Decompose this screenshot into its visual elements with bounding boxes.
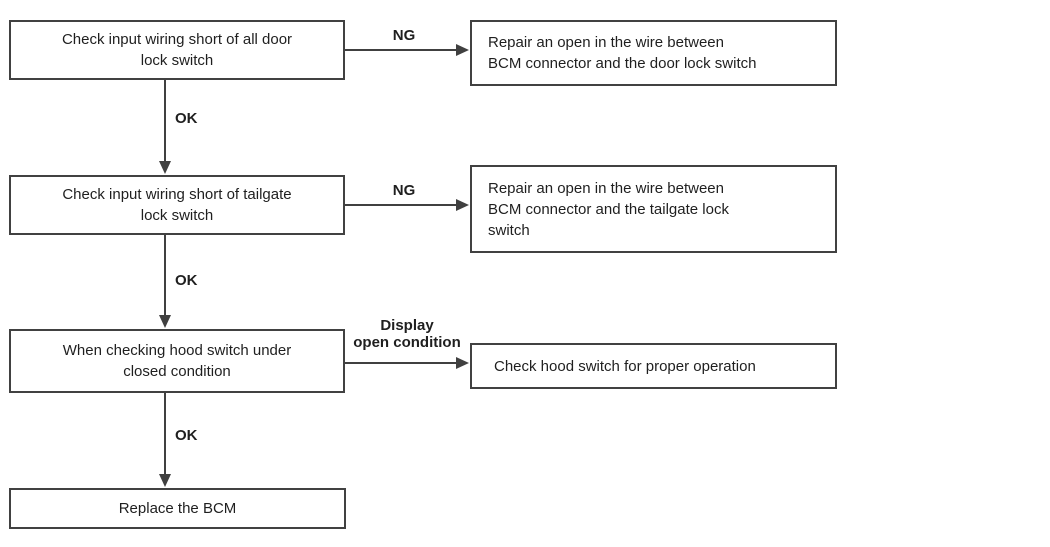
arrow-ok2-line <box>164 235 166 317</box>
node-check-hood-switch-operation-text: Check hood switch for proper operation <box>494 357 756 375</box>
node-repair-door-lock-wire: Repair an open in the wire between BCM c… <box>470 20 837 86</box>
arrow-ok1-down-arrowhead-icon <box>159 161 171 174</box>
node-check-hood-switch-closed: When checking hood switch under closed c… <box>9 329 345 393</box>
arrow-display-open-right-arrowhead-icon <box>456 357 469 369</box>
edge-label-ng1: NG <box>392 27 416 44</box>
node-check-tailgate-lock-wiring: Check input wiring short of tailgate loc… <box>9 175 345 235</box>
node-replace-bcm: Replace the BCM <box>9 488 346 529</box>
node-repair-door-lock-wire-text: Repair an open in the wire between BCM c… <box>488 34 757 72</box>
node-check-hood-switch-closed-text: When checking hood switch under closed c… <box>62 342 292 380</box>
node-check-hood-switch-operation: Check hood switch for proper operation <box>470 343 837 389</box>
arrow-display-open-line <box>345 362 457 364</box>
node-repair-tailgate-lock-wire: Repair an open in the wire between BCM c… <box>470 165 837 253</box>
node-repair-tailgate-lock-wire-text: Repair an open in the wire between BCM c… <box>488 179 729 239</box>
arrow-ok3-down-arrowhead-icon <box>159 474 171 487</box>
edge-label-ok3: OK <box>175 427 198 444</box>
node-check-tailgate-lock-wiring-text: Check input wiring short of tailgate loc… <box>62 186 292 224</box>
node-replace-bcm-text: Replace the BCM <box>118 500 237 517</box>
arrow-ng2-line <box>345 204 457 206</box>
arrow-ok2-down-arrowhead-icon <box>159 315 171 328</box>
arrow-ng1-right-arrowhead-icon <box>456 44 469 56</box>
node-check-door-lock-wiring: Check input wiring short of all door loc… <box>9 20 345 80</box>
edge-label-display-open-condition: Display open condition <box>353 317 461 351</box>
arrow-ng1-line <box>345 49 457 51</box>
arrow-ok1-line <box>164 80 166 163</box>
edge-label-ok1: OK <box>175 110 198 127</box>
arrow-ng2-right-arrowhead-icon <box>456 199 469 211</box>
arrow-ok3-line <box>164 393 166 476</box>
edge-label-ok2: OK <box>175 272 198 289</box>
edge-label-ng2: NG <box>392 182 416 199</box>
node-check-door-lock-wiring-text: Check input wiring short of all door loc… <box>61 31 293 69</box>
